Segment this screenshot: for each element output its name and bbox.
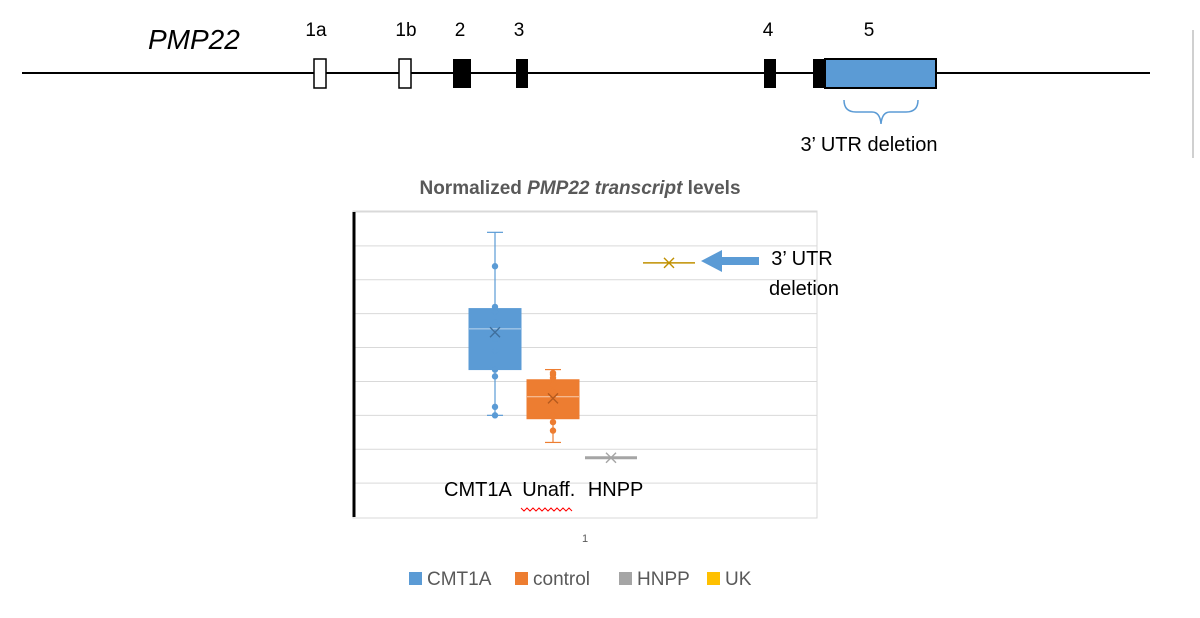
data-point-control [549,381,557,389]
exon-3 [516,59,528,88]
box-plot-chart: Normalized PMP22 transcript levels 3’ UT… [352,178,839,590]
legend-label-control: control [533,569,590,590]
data-point-control [549,388,557,395]
data-point-control [549,418,557,426]
legend-item-hnpp: HNPP [619,569,690,590]
gene-name: PMP22 [148,24,240,55]
data-point-cmt1a [491,347,499,355]
legend-item-uk: UK [707,569,752,590]
mean-marker-cmt1a [489,326,501,338]
data-point-control [549,412,557,419]
legend-label-hnpp: HNPP [637,569,690,590]
box-cmt1a [468,231,522,419]
legend-label-uk: UK [725,569,752,590]
mean-marker-hnpp [605,452,617,464]
legend-label-cmt1a: CMT1A [427,569,492,590]
exon-label-1b: 1b [395,20,416,41]
exon-label-2: 2 [455,20,466,41]
gene-diagram: PMP22 1a 1b 2 3 4 5 3’ UTR deletion [22,20,1150,156]
exon-1a [313,58,327,89]
exon-label-3: 3 [514,20,525,41]
data-point-control [549,369,557,377]
x-tick-label: 1 [582,533,588,545]
exon-2 [453,59,471,88]
utr-deletion-label: 3’ UTR deletion [800,134,937,156]
chart-title-part: levels [682,178,740,199]
data-point-cmt1a [491,403,499,411]
utr-deletion-bracket [843,99,919,125]
data-point-cmt1a [491,412,499,419]
group-label-hnpp: HNPP [588,479,644,501]
arrow-label-line-1: 3’ UTR [771,248,832,270]
chart-title-part: PMP22 transcript [527,178,683,199]
exon-5-utr [824,58,937,89]
box-control [526,368,580,444]
data-point-cmt1a [491,335,499,343]
exon-4 [764,59,776,88]
data-point-control [549,427,557,434]
exon-label-5: 5 [864,20,875,41]
spellcheck-squiggle [520,507,573,512]
legend-swatch-hnpp [619,572,632,585]
legend: CMT1A control HNPP UK [409,569,752,590]
exon-5-coding [813,59,827,88]
exon-label-4: 4 [763,20,774,41]
data-point-cmt1a [491,373,499,380]
arrow-label-line-2: deletion [769,278,839,300]
group-label-unaff: Unaff. [522,479,575,501]
edge-divider [1190,30,1194,158]
legend-swatch-cmt1a [409,572,422,585]
deletion-arrow [701,250,759,272]
exon-label-1a: 1a [305,20,327,41]
legend-item-cmt1a: CMT1A [409,569,492,590]
data-point-control [549,401,557,409]
legend-item-control: control [515,569,590,590]
mean-marker-control [547,392,559,404]
box-hnpp [585,452,637,464]
legend-swatch-uk [707,572,720,585]
legend-swatch-control [515,572,528,585]
mean-marker-uk [663,257,675,269]
box-uk [643,257,695,269]
data-point-cmt1a [491,263,499,270]
group-labels: CMT1A Unaff. HNPP [444,479,643,501]
chart-title: Normalized PMP22 transcript levels [419,178,740,199]
chart-title-part: Normalized [419,178,527,199]
gridlines [354,211,817,484]
exon-1b [398,58,412,89]
data-point-cmt1a [491,303,499,311]
data-point-cmt1a [491,318,499,326]
data-point-cmt1a [491,366,499,373]
group-label-cmt1a: CMT1A [444,479,512,501]
boxes [468,231,695,464]
